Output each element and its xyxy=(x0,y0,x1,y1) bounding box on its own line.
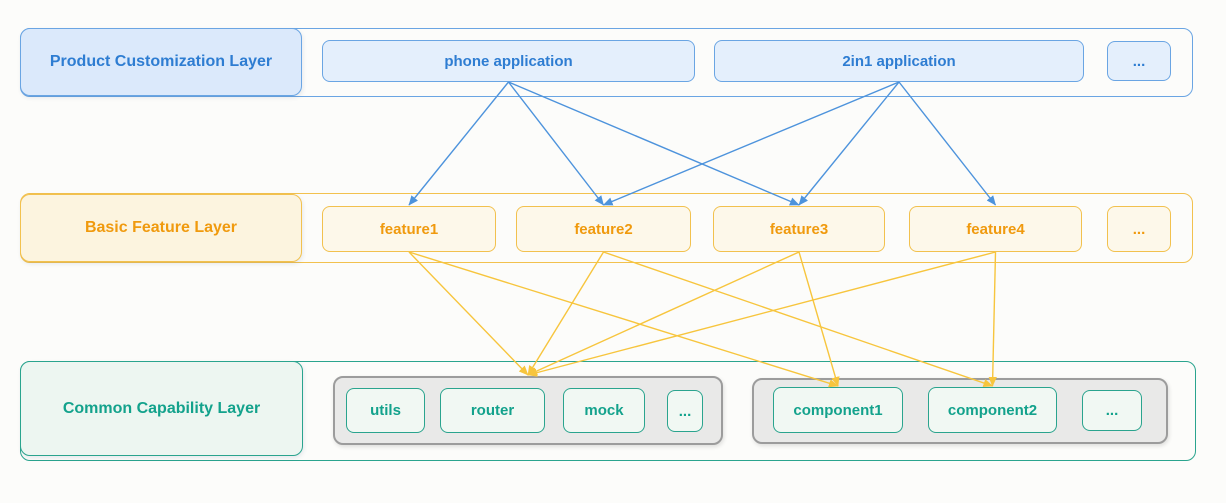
2in1-application-box: 2in1 application xyxy=(714,40,1084,82)
product-ellipsis-box: ... xyxy=(1107,41,1171,81)
components-ellipsis-box: ... xyxy=(1082,390,1142,431)
component2-box: component2 xyxy=(928,387,1057,433)
feature-layer-label: Basic Feature Layer xyxy=(20,194,302,262)
capability-layer-label: Common Capability Layer xyxy=(20,361,303,456)
router-box: router xyxy=(440,388,545,433)
component1-box: component1 xyxy=(773,387,903,433)
phone-application-box: phone application xyxy=(322,40,695,82)
libs-ellipsis-box: ... xyxy=(667,390,703,432)
utils-box: utils xyxy=(346,388,425,433)
feature3-box: feature3 xyxy=(713,206,885,252)
feature2-box: feature2 xyxy=(516,206,691,252)
mock-box: mock xyxy=(563,388,645,433)
feature-ellipsis-box: ... xyxy=(1107,206,1171,252)
feature4-box: feature4 xyxy=(909,206,1082,252)
feature1-box: feature1 xyxy=(322,206,496,252)
product-layer-label: Product Customization Layer xyxy=(20,28,302,96)
